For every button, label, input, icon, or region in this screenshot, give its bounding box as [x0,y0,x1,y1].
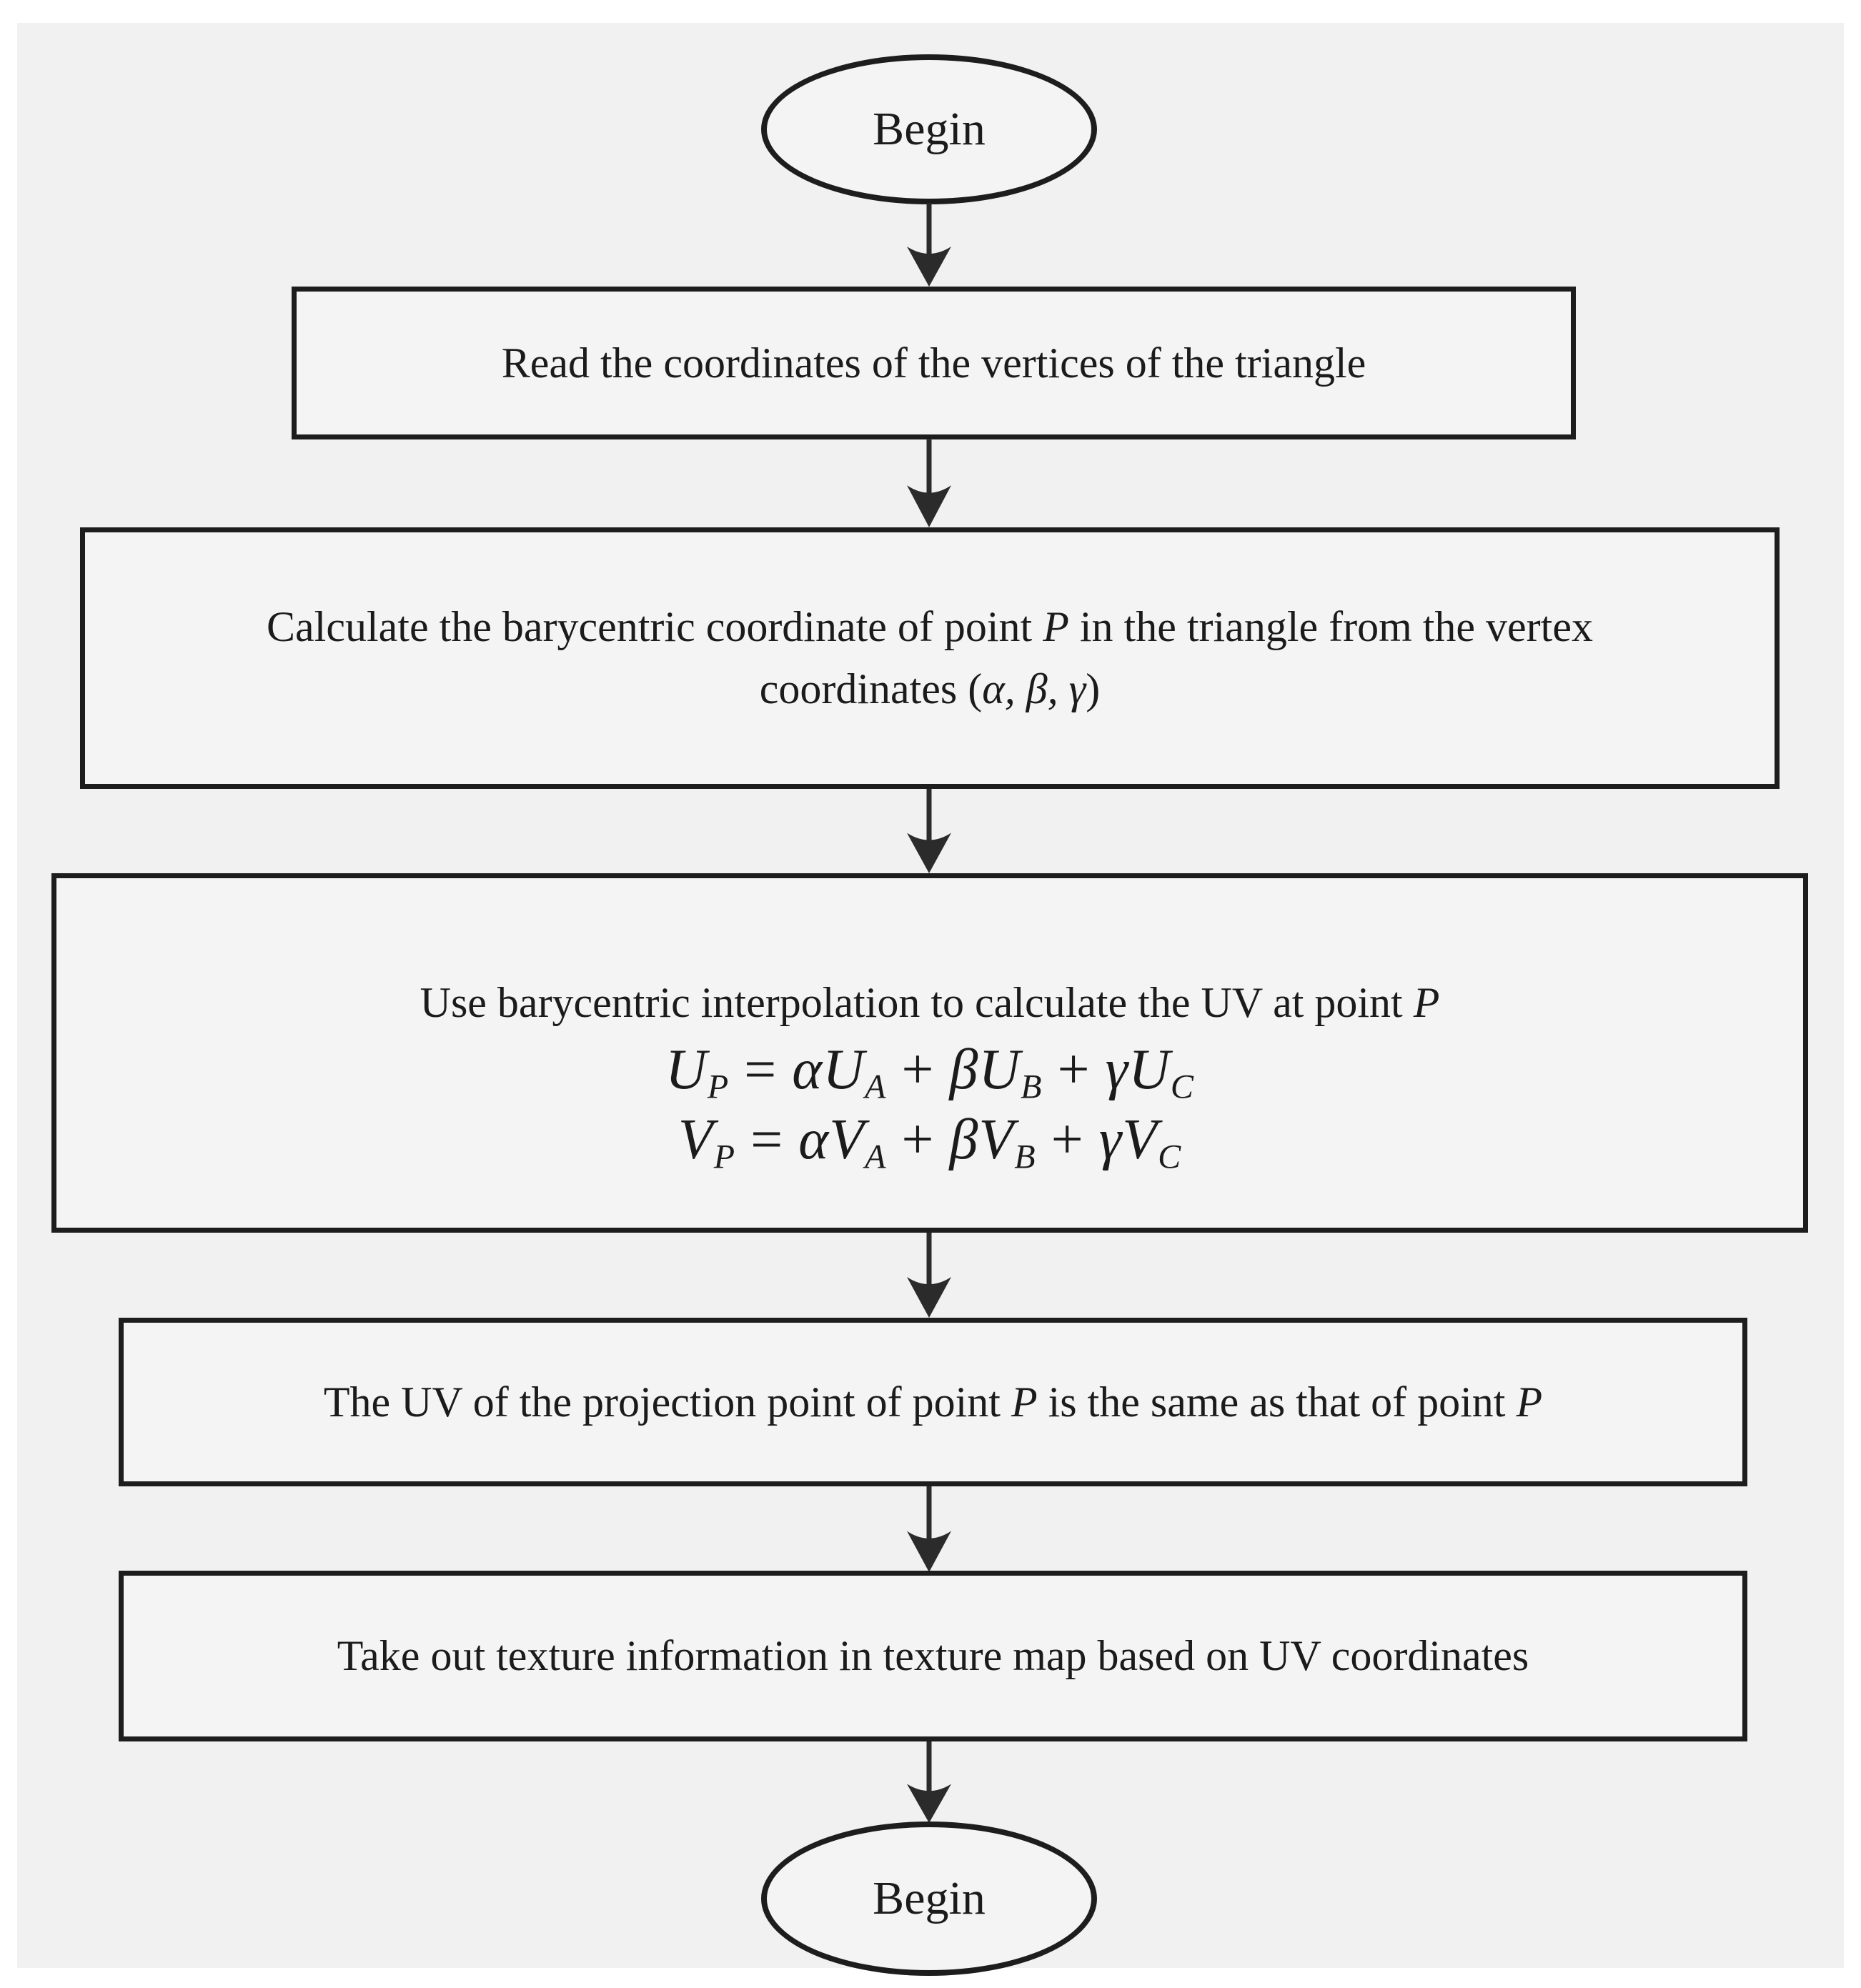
step-texture-lookup: Take out texture information in texture … [119,1571,1747,1741]
uv-interpolation-content: Use barycentric interpolation to calcula… [420,933,1440,1174]
formula-v: VP = αVA + βVB + γVC [678,1108,1182,1176]
arrow-down-icon [907,1233,951,1318]
arrow-down-icon [907,1741,951,1824]
step-uv-interpolation: Use barycentric interpolation to calcula… [51,873,1808,1233]
step-read-vertices-text: Read the coordinates of the vertices of … [501,339,1366,387]
step-calc-barycentric-text: Calculate the barycentric coordinate of … [267,603,1593,712]
formula-u: UP = αUA + βUB + γUC [665,1038,1194,1105]
start-node: Begin [761,54,1097,204]
step-projection-uv: The UV of the projection point of point … [119,1318,1747,1486]
end-node-label: Begin [873,1872,986,1924]
flowchart-panel: Begin Read the coordinates of the vertic… [17,23,1844,1976]
step-read-vertices: Read the coordinates of the vertices of … [292,287,1576,439]
step-calc-barycentric: Calculate the barycentric coordinate of … [80,527,1780,789]
end-node: Begin [761,1821,1097,1976]
step-projection-uv-text: The UV of the projection point of point … [323,1378,1543,1426]
step-texture-lookup-text: Take out texture information in texture … [337,1632,1529,1679]
arrow-down-icon [907,203,951,287]
arrow-down-icon [907,1486,951,1572]
arrow-down-icon [907,439,951,527]
arrow-down-icon [907,789,951,873]
uv-interpolation-title: Use barycentric interpolation to calcula… [420,978,1440,1026]
start-node-label: Begin [873,103,986,155]
